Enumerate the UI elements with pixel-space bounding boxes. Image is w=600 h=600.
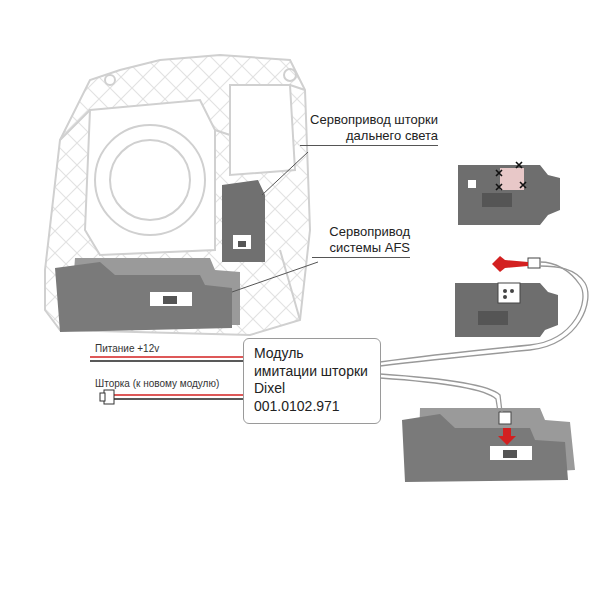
shade-servo-detail [458, 162, 560, 225]
servo-with-plug [455, 256, 558, 337]
wire-plug [100, 390, 114, 404]
afs-servo [55, 258, 240, 332]
afs-servo-detail [402, 408, 575, 482]
headlight-frame [45, 55, 310, 335]
wire-label: Питание +12v [95, 343, 215, 355]
leader-lines [232, 152, 318, 292]
callout-label: Сервопривод системы AFS [312, 224, 410, 258]
module-box: Модуль имитации шторки Dixel 001.0102.97… [243, 338, 381, 424]
shade-servo [222, 180, 265, 262]
module-title: Модуль имитации шторки Dixel 001.0102.97… [244, 339, 380, 421]
callout-label: Сервопривод шторки дальнего света [300, 112, 438, 146]
wire-label: Шторка (к новому модулю) [95, 378, 255, 390]
